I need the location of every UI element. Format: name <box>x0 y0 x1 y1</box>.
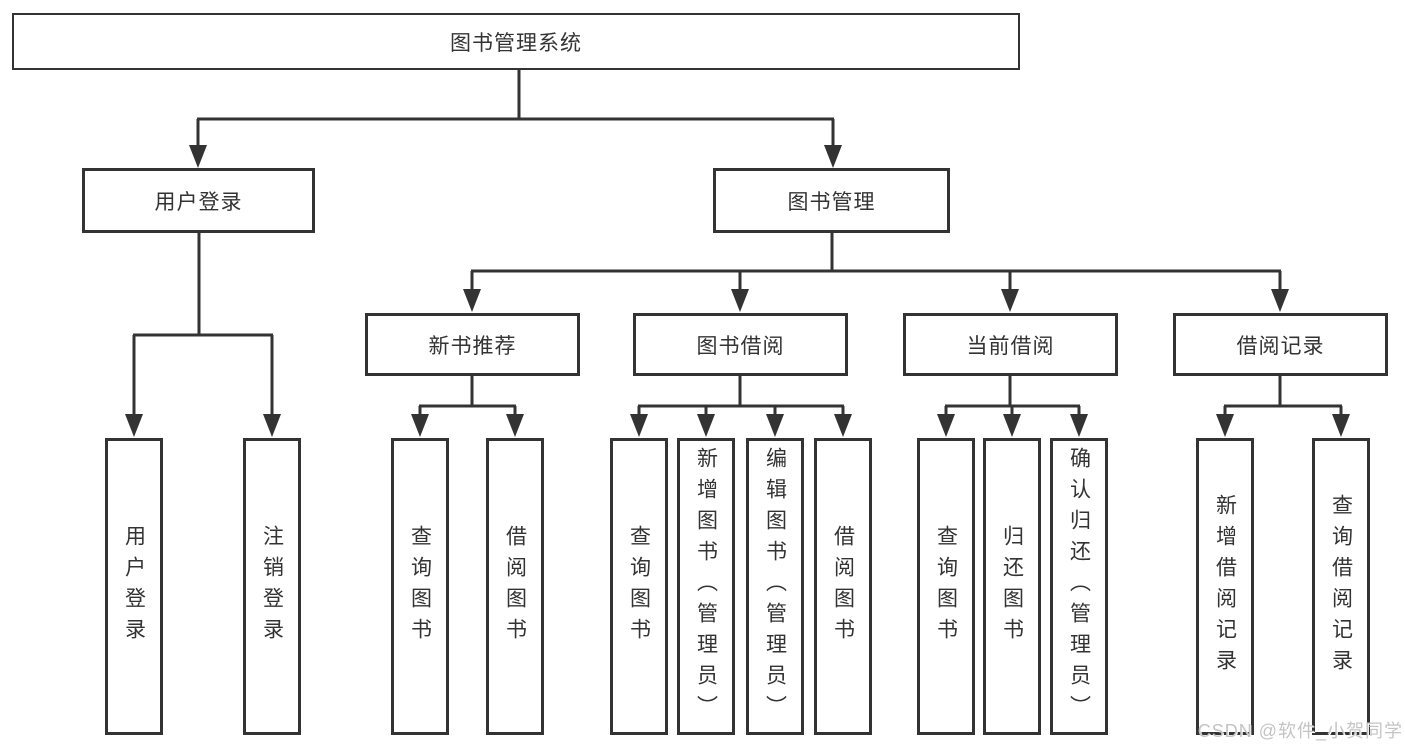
node-leaf-borrowing-borrow-books: 借阅图书 <box>814 438 872 735</box>
node-leaf-confirm-return-admin-label: 确认归还（管理员） <box>1067 447 1091 726</box>
node-leaf-borrowing-query-books-label: 查询图书 <box>627 524 651 649</box>
node-leaf-recommend-borrow-books: 借阅图书 <box>486 438 544 735</box>
node-new-book-recommend-label: 新书推荐 <box>428 334 517 358</box>
node-user-login-label: 用户登录 <box>154 190 243 214</box>
node-book-borrowing: 图书借阅 <box>633 313 848 376</box>
node-leaf-current-query-books-label: 查询图书 <box>934 524 958 649</box>
node-borrow-records: 借阅记录 <box>1173 313 1388 376</box>
node-book-borrowing-label: 图书借阅 <box>696 334 785 358</box>
node-leaf-current-query-books: 查询图书 <box>917 438 975 735</box>
node-leaf-user-login-label: 用户登录 <box>122 524 146 649</box>
node-user-login: 用户登录 <box>82 168 315 233</box>
node-root-system-label: 图书管理系统 <box>450 31 582 55</box>
node-current-borrowing: 当前借阅 <box>903 313 1118 376</box>
node-leaf-recommend-borrow-books-label: 借阅图书 <box>503 524 527 649</box>
node-book-management-label: 图书管理 <box>787 190 876 214</box>
node-leaf-query-borrow-record: 查询借阅记录 <box>1312 438 1370 735</box>
node-borrow-records-label: 借阅记录 <box>1236 334 1325 358</box>
node-leaf-return-books-label: 归还图书 <box>1000 524 1024 649</box>
node-leaf-query-borrow-record-label: 查询借阅记录 <box>1329 493 1353 680</box>
node-book-management: 图书管理 <box>713 168 950 233</box>
node-leaf-return-books: 归还图书 <box>983 438 1041 735</box>
node-leaf-add-books-admin: 新增图书（管理员） <box>677 438 735 735</box>
node-leaf-borrowing-borrow-books-label: 借阅图书 <box>831 524 855 649</box>
node-root-system: 图书管理系统 <box>12 13 1020 70</box>
node-current-borrowing-label: 当前借阅 <box>966 334 1055 358</box>
node-leaf-confirm-return-admin: 确认归还（管理员） <box>1050 438 1108 735</box>
node-leaf-edit-books-admin-label: 编辑图书（管理员） <box>763 447 787 726</box>
node-new-book-recommend: 新书推荐 <box>365 313 580 376</box>
node-leaf-add-books-admin-label: 新增图书（管理员） <box>694 447 718 726</box>
node-leaf-user-login: 用户登录 <box>105 438 163 735</box>
node-leaf-edit-books-admin: 编辑图书（管理员） <box>746 438 804 735</box>
node-leaf-add-borrow-record: 新增借阅记录 <box>1196 438 1254 735</box>
node-leaf-recommend-query-books-label: 查询图书 <box>408 524 432 649</box>
node-leaf-borrowing-query-books: 查询图书 <box>610 438 668 735</box>
node-leaf-recommend-query-books: 查询图书 <box>391 438 449 735</box>
node-leaf-add-borrow-record-label: 新增借阅记录 <box>1213 493 1237 680</box>
node-leaf-logout: 注销登录 <box>243 438 301 735</box>
node-leaf-logout-label: 注销登录 <box>260 524 284 649</box>
csdn-watermark: CSDN @软件_小贺同学 <box>1197 721 1403 741</box>
